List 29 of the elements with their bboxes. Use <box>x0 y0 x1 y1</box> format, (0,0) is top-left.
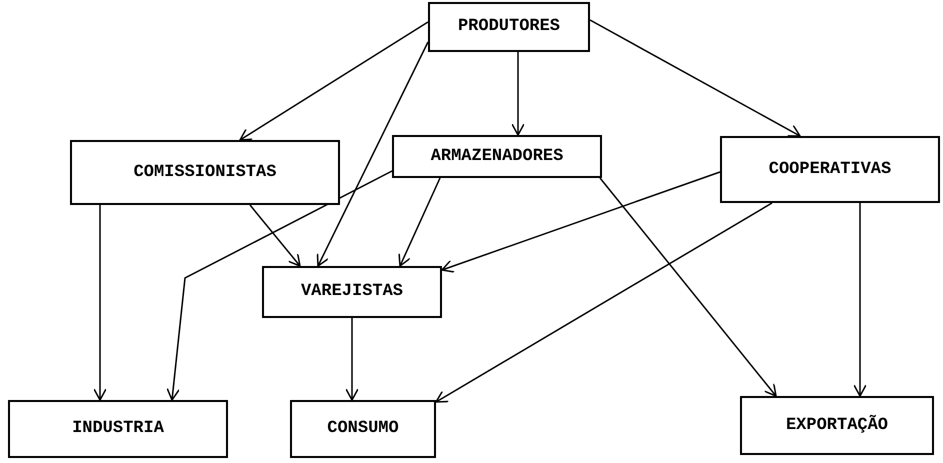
arrow <box>435 202 772 403</box>
arrow <box>239 21 428 141</box>
box-label: COMISSIONISTAS <box>134 162 276 184</box>
process-box <box>290 400 436 458</box>
process-box <box>740 396 934 455</box>
arrow <box>590 19 801 137</box>
process-box <box>70 140 340 205</box>
box-label: PRODUTORES <box>458 16 560 38</box>
box-label: COOPERATIVAS <box>768 158 892 180</box>
arrow <box>249 204 301 267</box>
arrow <box>93 205 107 401</box>
arrow <box>511 52 525 136</box>
box-label: CONSUMO <box>327 418 399 440</box>
arrow <box>853 203 867 397</box>
box-label: ARMAZENADORES <box>430 146 564 168</box>
arrow <box>599 178 777 397</box>
arrow <box>166 169 394 401</box>
process-box <box>262 266 442 318</box>
arrow <box>441 171 720 273</box>
process-box <box>8 400 228 458</box>
arrow <box>345 318 359 401</box>
process-box <box>392 135 602 178</box>
arrow <box>316 42 429 267</box>
process-box <box>720 136 940 203</box>
box-label: EXPORTAÇÃO <box>786 414 888 436</box>
arrow <box>398 178 441 267</box>
process-box <box>428 2 590 52</box>
box-label: INDUSTRIA <box>72 418 164 440</box>
box-label: VAREJISTAS <box>300 281 404 303</box>
